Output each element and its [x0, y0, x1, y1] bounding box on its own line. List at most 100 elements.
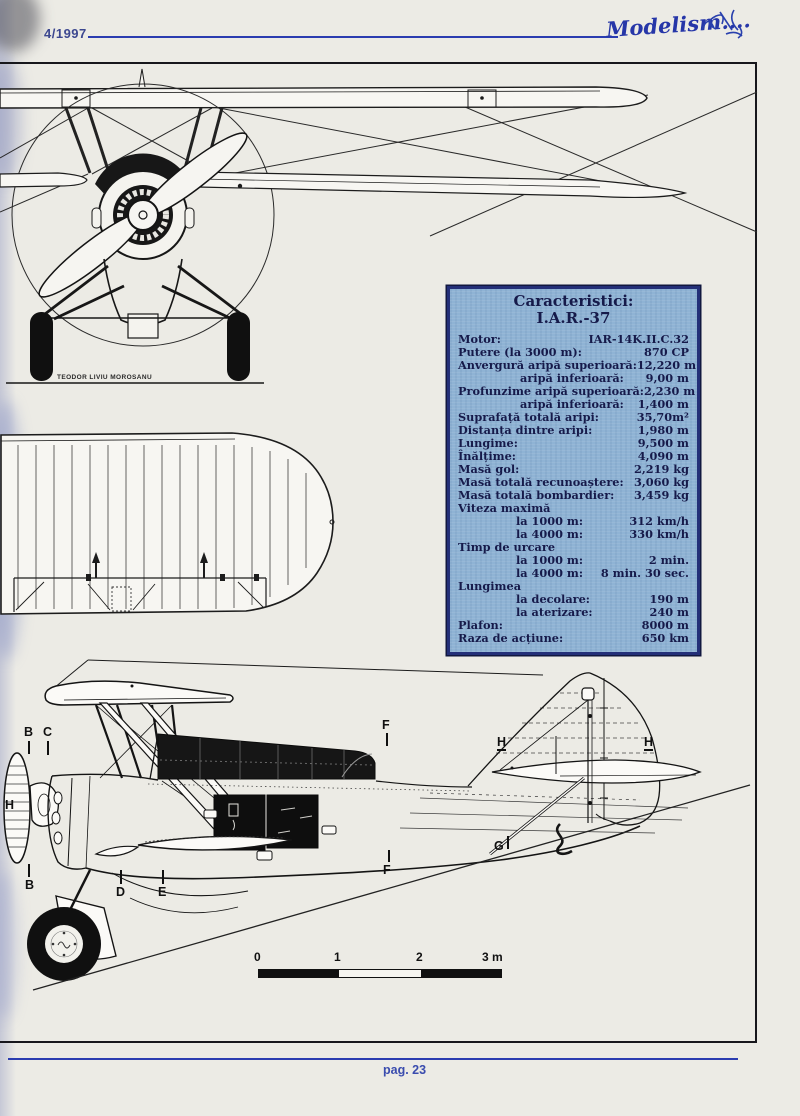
spec-label: Profunzime aripă superioară: — [458, 384, 644, 398]
scan-smudge — [0, 870, 18, 1020]
spec-label: la 1000 m: — [516, 514, 584, 528]
spec-label: Timp de urcare — [458, 540, 556, 554]
wing-plan-view-drawing — [0, 432, 335, 615]
spec-label: Plafon: — [458, 618, 503, 632]
spec-row: Distanța dintre aripi:1,980 m — [458, 424, 689, 437]
spec-value: 8 min. 30 sec. — [600, 566, 689, 580]
section-label-h-right: H — [644, 735, 654, 751]
spec-row: Raza de acțiune: 650 km — [458, 632, 689, 645]
spec-value: 3,459 kg — [633, 488, 689, 502]
section-label-b-top: B — [24, 725, 34, 739]
characteristics-box: Caracteristici: I.A.R.-37 Motor:IAR-14K.… — [447, 286, 700, 655]
spec-label: Lungime: — [458, 436, 518, 450]
spec-label: Masă totală recunoaștere: — [458, 475, 624, 489]
section-label-h-mid: H — [497, 735, 507, 751]
leader-tick — [47, 741, 49, 755]
spec-value: 2 min. — [648, 553, 689, 567]
spec-label: Înălțime: — [458, 449, 516, 463]
spec-label: Viteza maximă — [458, 501, 551, 515]
section-label-d: D — [116, 885, 126, 899]
ink-scribble — [701, 9, 743, 39]
spec-label: Anvergură aripă superioară: — [458, 358, 637, 372]
scale-label-2: 2 — [416, 950, 423, 964]
spec-value: 9,00 m — [645, 371, 689, 385]
section-label-g: G — [494, 839, 504, 853]
spec-row: Lungime:9,500 m — [458, 437, 689, 450]
spec-value: 240 m — [649, 605, 689, 619]
spec-value: 8000 m — [641, 618, 689, 632]
spec-label: la 1000 m: — [516, 553, 584, 567]
spec-value: 2,230 m — [643, 384, 696, 398]
scan-smudge — [0, 55, 22, 185]
spec-row: Timp de urcare — [458, 541, 689, 554]
section-label-c: C — [43, 725, 53, 739]
spec-label: la 4000 m: — [516, 566, 584, 580]
header-rule — [88, 36, 618, 38]
spec-value: 3,060 kg — [633, 475, 689, 489]
spec-value: 870 CP — [644, 345, 689, 359]
spec-label: la aterizare: — [516, 605, 593, 619]
spec-row: Viteza maximă — [458, 502, 689, 515]
spec-value: 330 km/h — [629, 527, 689, 541]
spec-label: Motor: — [458, 332, 501, 346]
spec-row: aripă inferioară:9,00 m — [458, 372, 689, 385]
leader-tick — [28, 741, 30, 754]
spec-value: IAR-14K.II.C.32 — [588, 332, 689, 346]
front-view-drawing — [0, 68, 758, 384]
spec-row: Masă gol: 2,219 kg — [458, 463, 689, 476]
spec-value: 4,090 m — [637, 449, 689, 463]
section-label-f-bottom: F — [383, 863, 391, 877]
spec-row: Motor: IAR-14K.II.C.32 — [458, 333, 689, 346]
spec-table: Motor: IAR-14K.II.C.32 Putere (la 3000 m)… — [458, 333, 696, 645]
scale-label-1: 1 — [334, 950, 341, 964]
spec-value: 2,219 kg — [633, 462, 689, 476]
leader-tick — [507, 836, 509, 849]
spec-value: 312 km/h — [629, 514, 689, 528]
scale-label-0: 0 — [254, 950, 261, 964]
spec-row: la 1000 m: 312 km/h — [458, 515, 689, 528]
leader-tick — [388, 850, 390, 862]
spec-row: Profunzime aripă superioară:2,230 m — [458, 384, 695, 398]
spec-label: la decolare: — [516, 592, 590, 606]
spec-row: Lungimea — [458, 580, 689, 593]
spec-title-line2: I.A.R.-37 — [536, 309, 611, 327]
leader-tick — [386, 733, 388, 746]
spec-label: Masă totală bombardier: — [458, 488, 615, 502]
spec-value: 1,400 m — [637, 397, 689, 411]
spec-row: Masă totală bombardier: 3,459 kg — [458, 489, 689, 502]
spec-label: Raza de acțiune: — [458, 631, 564, 645]
scale-segment — [421, 970, 501, 977]
footer-rule — [8, 1058, 738, 1060]
spec-row: la decolare:190 m — [458, 593, 689, 606]
issue-number: 4/1997 — [44, 26, 87, 41]
spec-label: Lungimea — [458, 579, 522, 593]
plate-frame — [0, 62, 757, 1043]
spec-row: Înălțime: 4,090 m — [458, 450, 689, 463]
author-credit: TEODOR LIVIU MOROSANU — [57, 374, 153, 381]
spec-value: 650 km — [641, 631, 689, 645]
section-label-h-left: H — [5, 798, 15, 812]
spec-row: aripă inferioară: 1,400 m — [458, 398, 689, 411]
section-label-e: E — [158, 885, 167, 899]
spec-label: Distanța dintre aripi: — [458, 423, 593, 437]
scale-label-3m: 3 m — [482, 950, 503, 964]
spec-row: la 4000 m: 330 km/h — [458, 528, 689, 541]
spec-row: la 1000 m: 2 min. — [458, 554, 689, 567]
spec-label: Masă gol: — [458, 462, 520, 476]
scale-bar: 0 1 2 3 m — [250, 950, 508, 980]
spec-value: 35,70m² — [636, 410, 689, 424]
spec-row: Anvergură aripă superioară:12,220 m — [458, 358, 696, 372]
spec-label: la 4000 m: — [516, 527, 584, 541]
spec-label: aripă inferioară: — [520, 397, 624, 411]
scale-bar-rule — [258, 969, 502, 978]
scale-segment — [338, 970, 422, 977]
section-label-b-bottom: B — [25, 878, 35, 892]
spec-label: Suprafață totală aripi: — [458, 410, 599, 424]
spec-row: Masă totală recunoaștere: 3,060 kg — [458, 476, 689, 489]
spec-row: la aterizare: 240 m — [458, 606, 689, 619]
spec-value: 12,220 m — [636, 358, 697, 372]
leader-tick — [162, 870, 164, 884]
spec-label: Putere (la 3000 m): — [458, 345, 582, 359]
side-view-drawing — [3, 659, 751, 991]
